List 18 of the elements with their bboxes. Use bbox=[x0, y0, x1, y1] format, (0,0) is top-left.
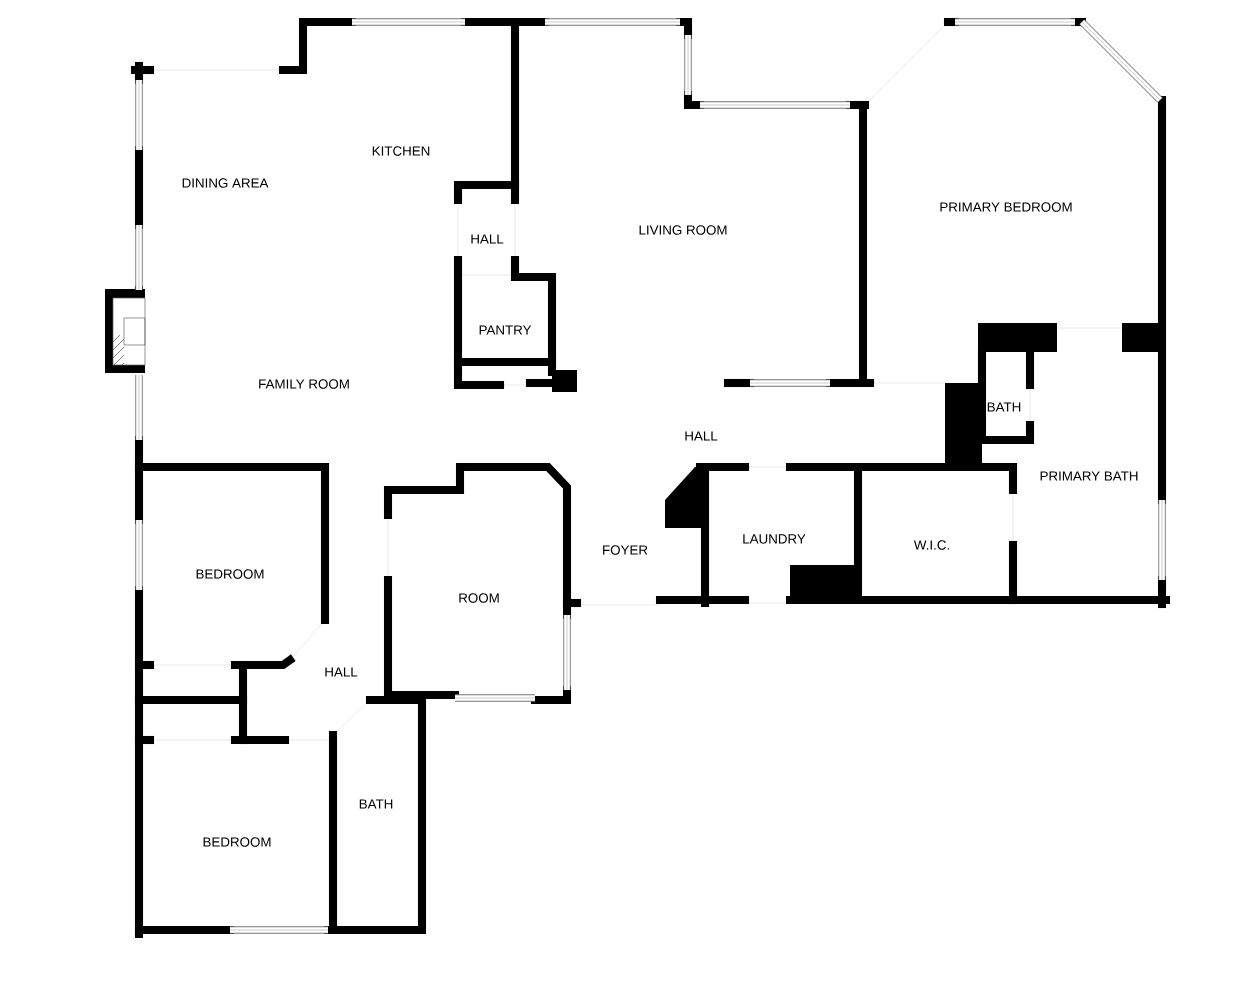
room-label: DINING AREA bbox=[182, 178, 269, 188]
room-label: LIVING ROOM bbox=[639, 225, 727, 235]
room-label: PANTRY bbox=[479, 325, 532, 335]
room-label: PRIMARY BATH bbox=[1040, 471, 1138, 481]
room-label: HALL bbox=[471, 234, 504, 244]
room-label: BATH bbox=[359, 799, 393, 809]
room-label: KITCHEN bbox=[372, 146, 430, 156]
room-label: FAMILY ROOM bbox=[259, 379, 349, 389]
room-label: ROOM bbox=[459, 593, 499, 603]
room-label: HALL bbox=[325, 667, 358, 677]
room-label: FOYER bbox=[603, 545, 648, 555]
room-label: BEDROOM bbox=[196, 569, 264, 579]
room-label: BATH bbox=[987, 402, 1021, 412]
room-label: LAUNDRY bbox=[743, 534, 806, 544]
room-label: W.I.C. bbox=[913, 540, 949, 550]
room-label: HALL bbox=[685, 431, 718, 441]
room-label: PRIMARY BEDROOM bbox=[940, 202, 1072, 212]
room-label: BEDROOM bbox=[203, 837, 271, 847]
